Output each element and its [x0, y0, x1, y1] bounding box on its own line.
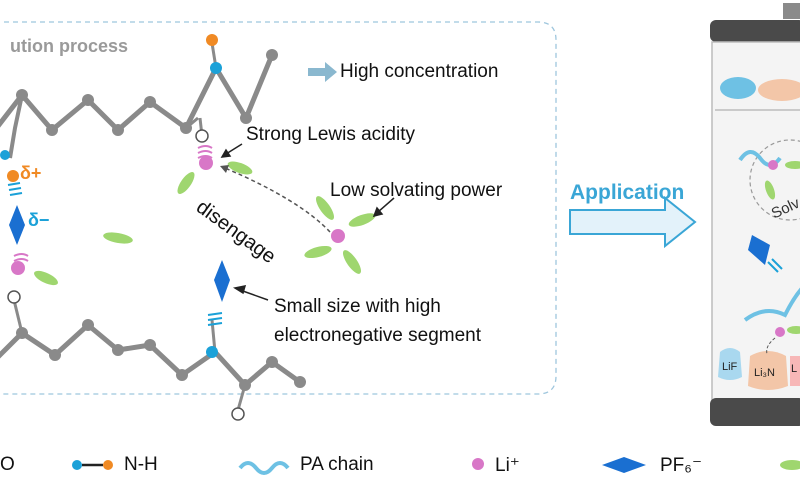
strong-lewis-acidity-label: Strong Lewis acidity — [246, 124, 415, 145]
panel-title: ution process — [10, 36, 129, 56]
high-concentration-arrow — [308, 62, 337, 82]
legend-pa-chain: PA chain — [300, 454, 374, 475]
lif-label: LiF — [722, 361, 738, 373]
legend-li-plus: Li⁺ — [495, 455, 520, 476]
pf6-anion — [9, 205, 25, 245]
legend-o-partial: O — [0, 454, 15, 475]
l-partial-label: L — [791, 363, 798, 375]
li-ion — [199, 156, 213, 170]
hydrogen-atom — [231, 407, 245, 421]
oxygen-atom — [206, 34, 218, 46]
li-interaction-arcs — [13, 145, 213, 262]
application-label: Application — [570, 181, 685, 204]
legend-pf6: PF₆⁻ — [660, 455, 702, 476]
legend-nh: N-H — [124, 454, 158, 475]
pf6-anion — [214, 260, 230, 302]
small-size-label-line1: Small size with high — [274, 296, 441, 317]
interaction-lines — [7, 182, 223, 326]
legend-symbols — [72, 457, 800, 475]
high-concentration-label: High concentration — [340, 61, 499, 82]
battery-cell — [710, 3, 800, 426]
application-arrow — [569, 195, 697, 249]
li-ion — [11, 261, 25, 275]
solvent-molecules — [34, 161, 376, 286]
hydrogen-atom — [7, 290, 21, 304]
nitrogen-atom — [0, 150, 10, 160]
oxygen-atom — [7, 170, 19, 182]
hydrogen-atom — [195, 129, 209, 143]
li-ion — [331, 229, 345, 243]
lower-polymer-chain — [0, 290, 306, 421]
upper-polymer-chain — [0, 34, 278, 182]
disengage-arrow — [224, 167, 331, 233]
panel-dashed-border — [0, 21, 557, 395]
delta-plus-label: δ+ — [20, 163, 42, 183]
li3n-label: Li₃N — [754, 367, 775, 379]
pointer-arrows — [220, 143, 395, 301]
delta-minus-label: δ− — [28, 210, 50, 230]
small-size-label-line2: electronegative segment — [274, 325, 482, 346]
nitrogen-atom — [206, 346, 218, 358]
nitrogen-atom — [210, 62, 222, 74]
low-solvating-power-label: Low solvating power — [330, 180, 503, 201]
